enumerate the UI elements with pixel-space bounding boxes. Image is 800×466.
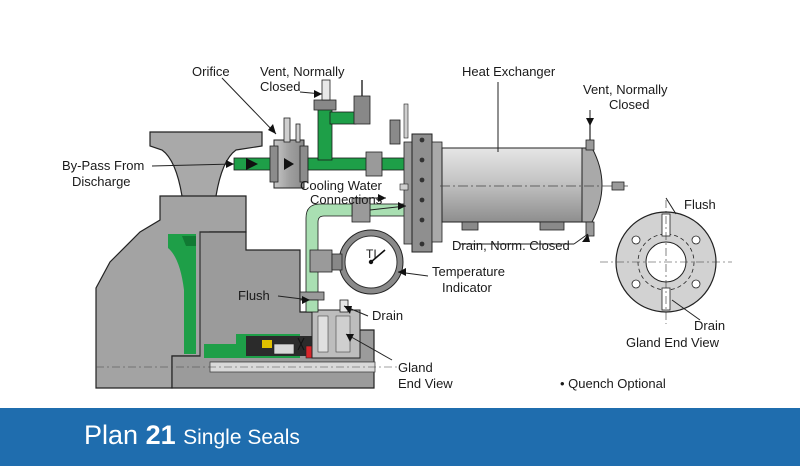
- label-drain-center: Drain: [372, 308, 403, 323]
- bypass-line: [233, 79, 407, 189]
- label-drain-norm-closed: Drain, Norm. Closed: [452, 238, 570, 253]
- label-gland-line1: Gland: [398, 360, 433, 375]
- flush-line: [299, 197, 409, 313]
- label-temperature-line1: Temperature: [432, 264, 505, 279]
- plan-word: Plan: [84, 420, 139, 450]
- label-vent-top-line1: Vent, Normally: [260, 64, 345, 79]
- pump-shaft: [96, 361, 400, 373]
- label-vent-right-line2: Closed: [609, 97, 649, 112]
- plan-number: 21: [145, 420, 176, 450]
- gauge-ti-label: TI: [366, 247, 377, 261]
- plan-title: Plan 21 Single Seals: [84, 420, 300, 451]
- leader-arrowheads: [226, 90, 594, 342]
- plan-description: Single Seals: [183, 426, 300, 449]
- label-bypass-line2: Discharge: [72, 174, 131, 189]
- label-orifice: Orifice: [192, 64, 230, 79]
- label-bypass-line1: By-Pass From: [62, 158, 144, 173]
- label-cooling-line1: Cooling Water: [300, 178, 383, 193]
- label-flush-left: Flush: [238, 288, 270, 303]
- mechanical-seal: [246, 309, 361, 359]
- label-heat-exchanger: Heat Exchanger: [462, 64, 556, 79]
- label-vent-top-line2: Closed: [260, 79, 300, 94]
- temperature-indicator: TI: [331, 229, 404, 295]
- label-vent-right-line1: Vent, Normally: [583, 82, 668, 97]
- label-quench-optional: • Quench Optional: [560, 376, 666, 391]
- label-gland-line2: End View: [398, 376, 453, 391]
- footer-banner: Plan 21 Single Seals: [0, 408, 800, 466]
- label-flush-right: Flush: [684, 197, 716, 212]
- heat-exchanger: [389, 103, 628, 253]
- label-temperature-line2: Indicator: [442, 280, 493, 295]
- label-drain-right: Drain: [694, 318, 725, 333]
- gland-end-view-drawing: [600, 200, 732, 324]
- label-gland-end-view-right: Gland End View: [626, 335, 720, 350]
- seal-plan-diagram: TI: [62, 64, 732, 391]
- label-cooling-line2: Connections: [310, 192, 383, 207]
